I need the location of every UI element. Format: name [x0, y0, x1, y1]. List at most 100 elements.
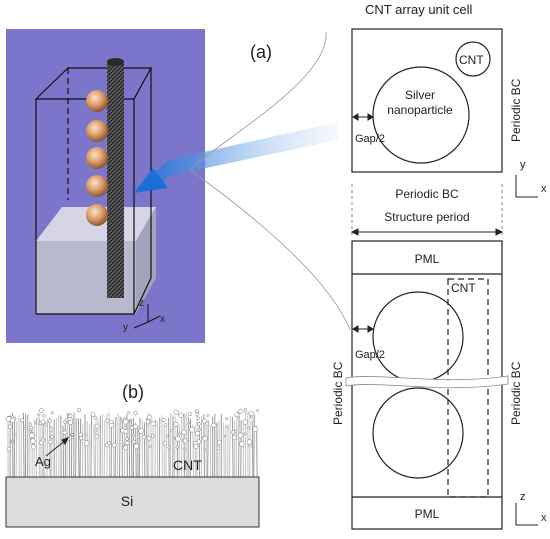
ag-particle — [147, 414, 153, 420]
ag-particle — [71, 436, 75, 440]
pml-label-top: PML — [415, 252, 440, 266]
ag-particle — [123, 445, 128, 451]
ag-particle — [231, 430, 236, 435]
ag-particle — [165, 434, 169, 438]
ag-particle — [125, 437, 129, 441]
axis-x-label-side: x — [541, 512, 547, 524]
ag-particle — [43, 422, 47, 427]
ag-particle — [167, 446, 171, 449]
silver-nanoparticle-circle — [372, 66, 470, 164]
ag-particle — [173, 421, 179, 427]
ag-particle — [122, 418, 129, 425]
sphere — [86, 204, 108, 226]
cnt-strand — [251, 421, 254, 478]
ag-particle — [252, 419, 256, 422]
cnt-strand — [97, 418, 99, 478]
ag-particle — [9, 417, 16, 423]
ag-particle — [182, 438, 188, 444]
sphere — [86, 175, 108, 197]
ag-particle — [67, 419, 74, 426]
ag-particle — [70, 433, 74, 437]
cnt-strand — [169, 413, 172, 478]
ag-particle — [37, 413, 41, 417]
ag-particle — [205, 421, 210, 426]
pml-label-bottom: PML — [415, 507, 440, 521]
ag-particle — [38, 408, 44, 413]
ag-particle — [123, 429, 129, 434]
ag-particle — [76, 408, 81, 412]
cnt-strand — [173, 416, 176, 478]
cnt-strand — [126, 413, 128, 478]
xy-axis-icon — [515, 175, 538, 198]
cnt-strand — [231, 416, 234, 478]
ag-particle — [121, 417, 125, 421]
ag-particle — [29, 428, 33, 432]
ag-particle — [183, 447, 186, 451]
render-axes-icon — [133, 304, 161, 329]
ag-particle — [105, 418, 110, 424]
ag-particle — [162, 441, 168, 446]
cnt-strand — [118, 416, 121, 478]
cnt-strand — [94, 418, 97, 478]
ag-particle — [173, 409, 180, 416]
cnt-strand — [103, 420, 106, 478]
cnt-strand — [90, 413, 93, 478]
ag-particle — [195, 412, 199, 416]
cnt-strand — [192, 424, 194, 478]
nanoparticle-label-line1: Silver — [405, 88, 435, 102]
ag-particle — [125, 440, 130, 445]
ag-particle — [175, 436, 181, 442]
ag-particle — [187, 421, 191, 425]
ag-particle — [132, 440, 137, 444]
ag-particle — [13, 432, 17, 436]
ag-particle — [175, 445, 179, 449]
ag-particle — [189, 426, 195, 433]
nanoparticle-upper-circle — [372, 291, 464, 383]
cnt-strand — [75, 418, 77, 478]
ag-particle — [109, 422, 115, 428]
render-axis-y: y — [123, 322, 128, 333]
ag-particle — [10, 440, 14, 443]
ag-particle — [41, 438, 45, 442]
ag-particle — [211, 422, 217, 428]
axis-x-label: x — [541, 183, 547, 195]
render-axis-x: x — [160, 314, 165, 325]
cnt-strand — [138, 418, 141, 478]
cnt-strand — [256, 425, 258, 478]
cnt-label-forest: CNT — [173, 457, 202, 473]
panel-a-label: (a) — [250, 42, 272, 62]
ag-particle — [246, 439, 253, 445]
ag-particle — [128, 419, 132, 423]
ag-particle — [133, 443, 140, 449]
ag-particle — [225, 417, 228, 421]
ag-particle — [123, 425, 128, 430]
ag-particle — [146, 435, 152, 441]
render-axis-z: z — [139, 298, 144, 309]
cnt-strand — [229, 415, 231, 478]
ag-particle — [234, 412, 240, 418]
period-dashed-guides — [351, 184, 503, 238]
ag-particle — [194, 409, 199, 413]
connector-curve — [189, 169, 351, 331]
ag-particle — [250, 415, 254, 419]
sphere — [86, 90, 108, 112]
cnt-label-top: CNT — [459, 53, 484, 67]
ag-particle — [149, 445, 152, 448]
ag-particle — [196, 416, 200, 421]
gap-label-side: Gap/2 — [355, 349, 385, 361]
ag-particle — [90, 411, 96, 417]
ag-particle — [141, 434, 147, 440]
periodic-bc-right-side: Periodic BC — [509, 361, 523, 425]
ag-particle — [243, 432, 247, 436]
ag-particle — [78, 432, 83, 437]
ag-particle — [242, 419, 248, 425]
ag-particle — [29, 432, 35, 439]
cnt-tube — [107, 62, 124, 298]
ag-particle — [202, 418, 207, 424]
ag-particle — [64, 418, 69, 422]
cnt-strand — [101, 413, 104, 478]
sphere — [86, 147, 108, 169]
cnt-strand — [207, 420, 209, 478]
ag-particle — [133, 410, 138, 416]
ag-particle — [246, 426, 250, 430]
